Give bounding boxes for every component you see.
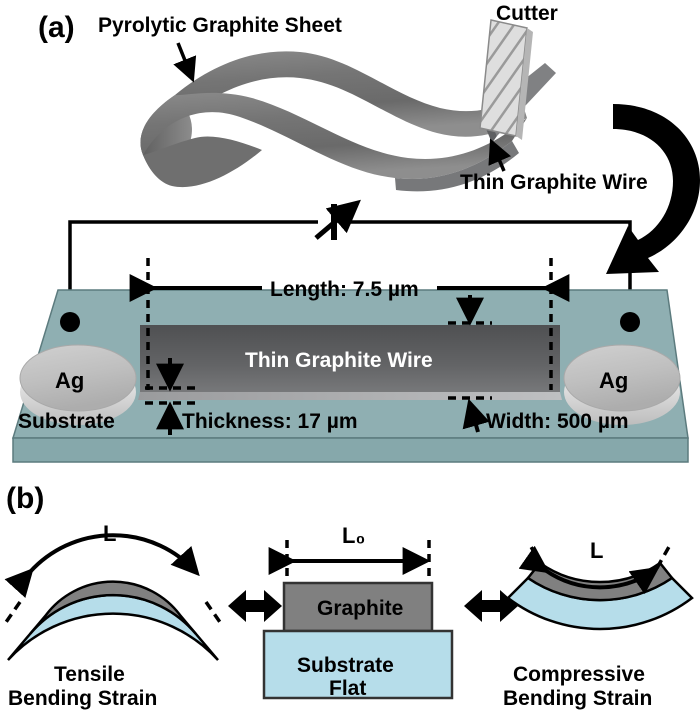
electrode-pad-right[interactable]: Ag xyxy=(563,312,681,425)
electrode-left-label: Ag xyxy=(55,368,84,393)
tensile-substrate-arc xyxy=(7,593,219,661)
variable-source-meter-icon[interactable] xyxy=(314,199,361,240)
width-arrow-up xyxy=(462,398,490,433)
state-tensile: L Tensile Bending Strain xyxy=(2,521,224,710)
compressive-tick-left xyxy=(528,544,545,569)
device-wire-label: Thin Graphite Wire xyxy=(245,349,433,372)
thickness-dimension: Thickness: 17 µm xyxy=(145,358,358,435)
sheet-upper-fold xyxy=(175,51,527,137)
meter-arrow xyxy=(314,199,361,240)
cutter-thickness xyxy=(516,28,533,140)
left-double-arrow-shape xyxy=(228,590,282,622)
thin-wire-arrow-icon xyxy=(488,138,511,172)
compressive-caption-line1: Compressive xyxy=(513,663,645,686)
length-dimension: Length: 7.5 µm xyxy=(129,258,570,390)
flat-caption: Flat xyxy=(329,677,366,700)
panel-label-a: (a) xyxy=(38,11,75,44)
width-dimension: Width: 500 µm xyxy=(448,295,629,433)
thickness-label: Thickness: 17 µm xyxy=(182,410,358,433)
state-flat: Graphite Substrate L₀ Flat xyxy=(262,523,454,700)
device-graphite-wire: Thin Graphite Wire xyxy=(138,325,562,400)
compressive-length-label: L xyxy=(590,538,603,563)
sheet-lower-fold xyxy=(140,92,527,179)
cutter-label: Cutter xyxy=(496,2,558,25)
right-pad-top xyxy=(563,344,681,412)
electrode-right-label: Ag xyxy=(599,368,628,393)
left-double-arrow-icon xyxy=(228,590,282,622)
compressive-tick-right xyxy=(655,544,672,569)
panel-label-b: (b) xyxy=(6,482,44,515)
right-double-arrow-icon xyxy=(464,590,518,622)
sheet-shadow-lobe xyxy=(143,136,262,188)
sheet-right-thickness xyxy=(395,141,519,192)
sheet-label: Pyrolytic Graphite Sheet xyxy=(98,14,342,37)
electrode-pad-left[interactable]: Ag xyxy=(19,312,137,425)
cutter-blade xyxy=(479,19,533,140)
compressive-length-arc-arrow xyxy=(518,545,660,595)
flat-graphite-block xyxy=(282,581,434,633)
tensile-tick-left xyxy=(2,601,22,626)
flat-length-label: L₀ xyxy=(342,523,365,548)
tensile-length-arc-arrow xyxy=(4,533,200,598)
left-pad-top xyxy=(19,344,137,412)
flat-substrate-label: Substrate xyxy=(297,654,394,677)
measurement-circuit xyxy=(68,199,632,322)
sheet-arrow-icon xyxy=(173,42,197,83)
wire-front-face xyxy=(138,392,562,400)
tensile-tick-right xyxy=(204,601,224,626)
compressive-caption-line2: Bending Strain xyxy=(503,687,652,710)
width-label: Width: 500 µm xyxy=(486,410,629,433)
circuit-lead-left xyxy=(68,220,318,322)
panel-a: (a) Pyrolytic Graphite Sheet xyxy=(11,2,700,463)
left-contact-dot xyxy=(60,312,80,332)
flat-substrate-block xyxy=(262,629,454,700)
right-double-arrow-shape xyxy=(464,590,518,622)
tensile-caption-line1: Tensile xyxy=(54,663,125,686)
thin-wire-callout-label: Thin Graphite Wire xyxy=(460,171,648,194)
tensile-caption-line2: Bending Strain xyxy=(8,687,157,710)
right-contact-dot xyxy=(620,312,640,332)
substrate-front-face xyxy=(12,437,689,463)
wire-top-face xyxy=(140,325,560,392)
circuit-lead-right xyxy=(350,220,632,322)
substrate-label: Substrate xyxy=(18,410,115,433)
flat-graphite-label: Graphite xyxy=(317,597,403,620)
length-label: Length: 7.5 µm xyxy=(270,278,419,301)
pyrolytic-graphite-sheet xyxy=(140,51,527,192)
tensile-length-label: L xyxy=(103,521,116,546)
